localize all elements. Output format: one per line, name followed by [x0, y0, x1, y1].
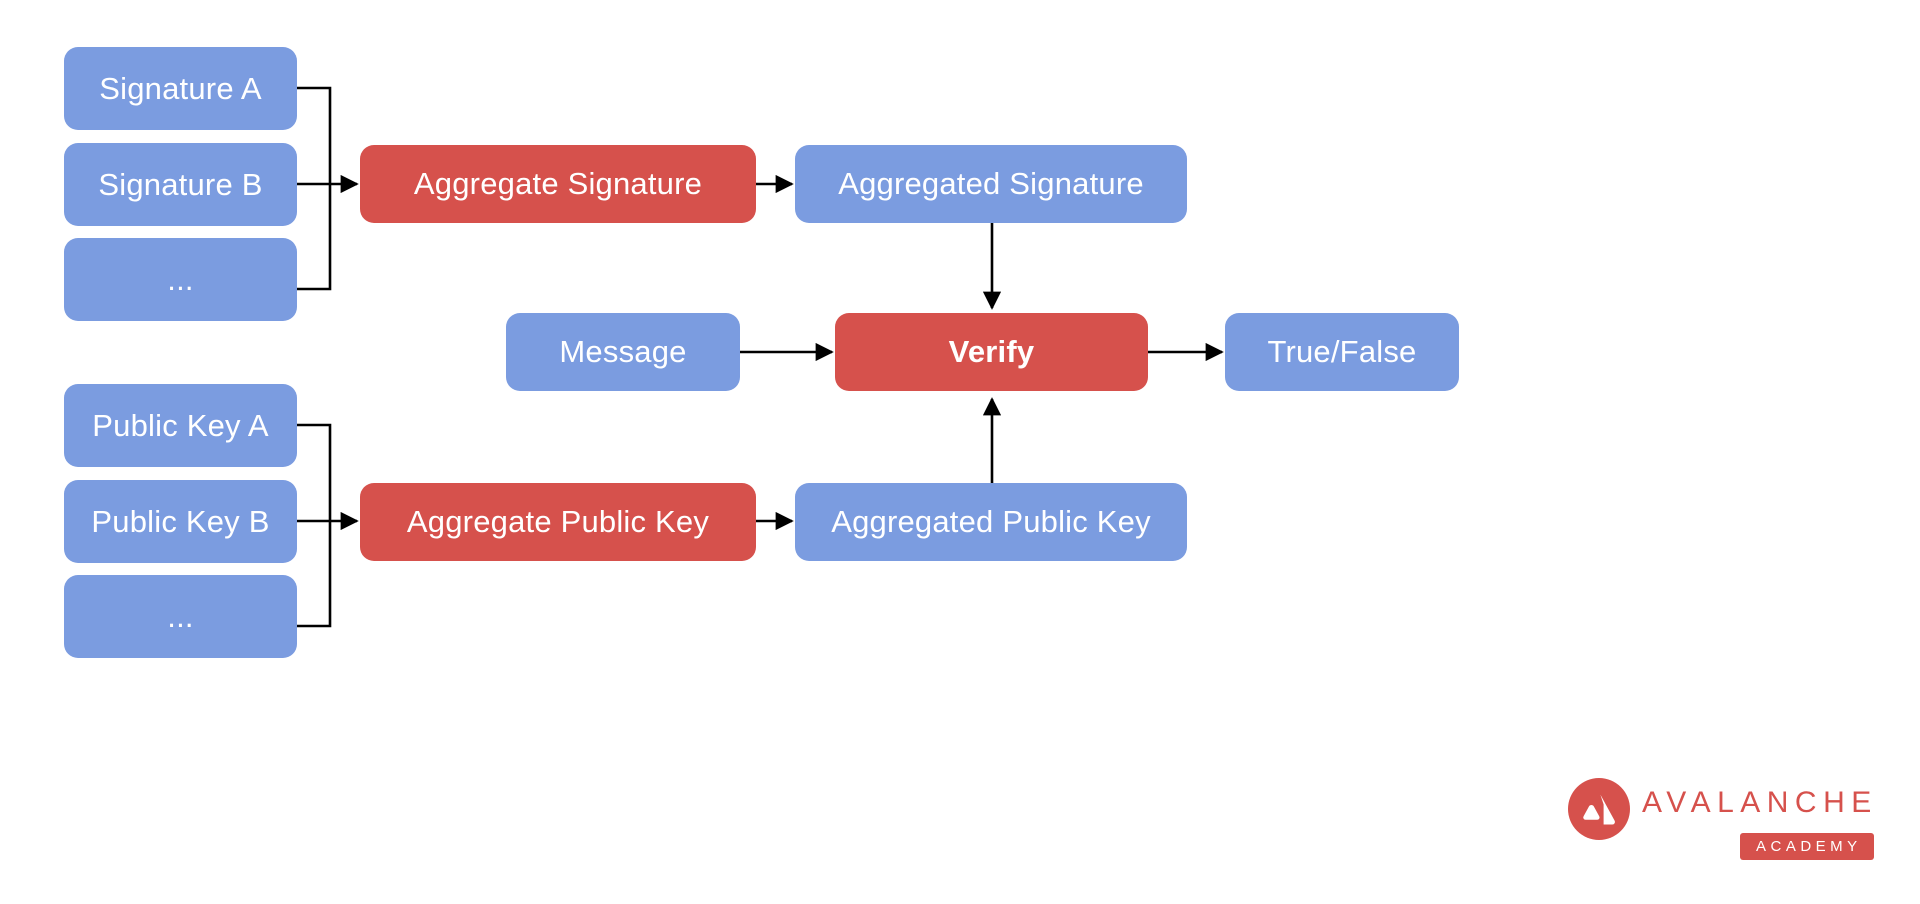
node-public-key-a[interactable]: Public Key A [64, 384, 297, 467]
node-aggregate-signature[interactable]: Aggregate Signature [360, 145, 756, 223]
avalanche-logo-icon [1568, 778, 1630, 840]
node-aggregated-signature[interactable]: Aggregated Signature [795, 145, 1187, 223]
node-aggregated-public-key[interactable]: Aggregated Public Key [795, 483, 1187, 561]
node-signature-a[interactable]: Signature A [64, 47, 297, 130]
avalanche-academy-logo: AVALANCHE ACADEMY [1568, 776, 1880, 872]
avalanche-wordmark: AVALANCHE [1642, 786, 1878, 819]
edge-public-key-bus [297, 423, 332, 628]
node-verify[interactable]: Verify [835, 313, 1148, 391]
edge-signature-bus [297, 86, 332, 291]
node-signature-more[interactable]: ... [64, 238, 297, 321]
avalanche-a-glyph [1583, 794, 1615, 825]
node-signature-b[interactable]: Signature B [64, 143, 297, 226]
node-public-key-more[interactable]: ... [64, 575, 297, 658]
academy-badge: ACADEMY [1740, 833, 1874, 860]
node-public-key-b[interactable]: Public Key B [64, 480, 297, 563]
node-aggregate-public-key[interactable]: Aggregate Public Key [360, 483, 756, 561]
node-message[interactable]: Message [506, 313, 740, 391]
node-true-false[interactable]: True/False [1225, 313, 1459, 391]
